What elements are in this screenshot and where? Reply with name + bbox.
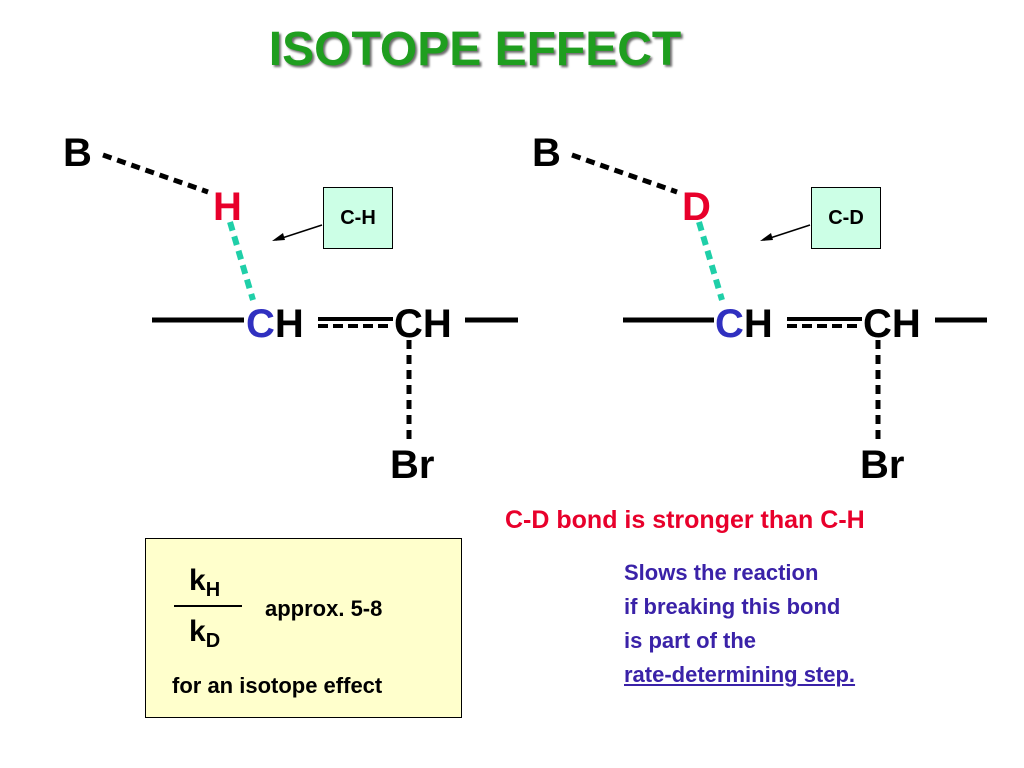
explanation-line-4: rate-determining step. bbox=[624, 662, 856, 687]
ratio-caption: for an isotope effect bbox=[172, 673, 383, 698]
right-bond-tag: C-D bbox=[811, 187, 881, 249]
numerator-k: k bbox=[189, 564, 206, 597]
left-chain-carbon: C bbox=[246, 302, 275, 346]
left-base-h-bond bbox=[102, 152, 209, 195]
slide-title: ISOTOPE EFFECT bbox=[268, 23, 682, 76]
left-chain-c-ch: CH bbox=[246, 304, 304, 344]
right-d-c-breaking-bond bbox=[696, 221, 725, 301]
left-bond-tag: C-H bbox=[323, 187, 393, 249]
left-isotope-label: H bbox=[213, 185, 242, 229]
right-base-label: B bbox=[532, 131, 561, 175]
right-chain-c-ch: CH bbox=[715, 304, 773, 344]
left-leaving-group: Br bbox=[390, 443, 435, 487]
ratio-denominator: kD bbox=[189, 615, 221, 652]
right-base-d-bond bbox=[571, 152, 678, 195]
stronger-bond-statement: C-D bond is stronger than C-H bbox=[505, 506, 865, 534]
left-base-label: B bbox=[63, 131, 92, 175]
explanation-line-2: if breaking this bond bbox=[624, 594, 841, 619]
right-chain-ch-2: CH bbox=[863, 302, 921, 346]
denominator-k: k bbox=[189, 615, 206, 648]
left-tag-arrowhead bbox=[272, 233, 285, 241]
numerator-subscript: H bbox=[205, 579, 221, 601]
explanation-line-3: is part of the bbox=[624, 628, 757, 653]
fraction-bar bbox=[174, 605, 242, 607]
explanation-text: Slows the reaction if breaking this bond… bbox=[624, 556, 855, 692]
left-h-c-breaking-bond bbox=[227, 221, 256, 301]
left-chain-ch-2: CH bbox=[394, 302, 452, 346]
left-chain-hydrogen: H bbox=[274, 302, 304, 346]
right-chain-carbon: C bbox=[715, 302, 744, 346]
explanation-line-1: Slows the reaction bbox=[624, 560, 819, 585]
right-isotope-label: D bbox=[682, 185, 711, 229]
right-chain-hydrogen: H bbox=[743, 302, 773, 346]
ratio-numerator: kH bbox=[189, 564, 221, 601]
right-tag-arrowhead bbox=[760, 233, 773, 241]
rate-ratio-box: kH kD approx. 5-8 for an isotope effect bbox=[145, 538, 462, 718]
denominator-subscript: D bbox=[205, 630, 221, 652]
right-leaving-group: Br bbox=[860, 443, 905, 487]
ratio-approx-value: approx. 5-8 bbox=[265, 596, 383, 621]
